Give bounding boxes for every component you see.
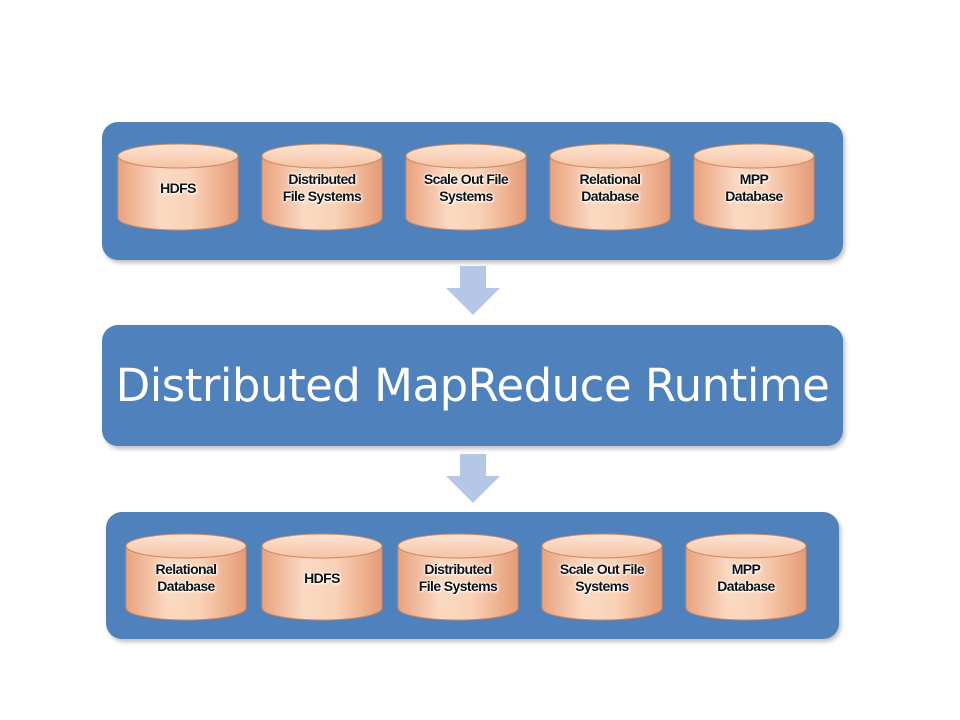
database-cylinder-icon <box>125 533 247 621</box>
down-arrow-icon <box>446 454 500 503</box>
database-cylinder-icon <box>405 143 527 231</box>
database-cylinder-icon <box>549 143 671 231</box>
storage-cylinder: HDFS <box>260 532 384 622</box>
storage-cylinder: HDFS <box>116 142 240 232</box>
database-cylinder-icon <box>693 143 815 231</box>
database-cylinder-icon <box>261 143 383 231</box>
storage-label: HDFS <box>160 179 196 196</box>
database-cylinder-icon <box>261 533 383 621</box>
database-cylinder-icon <box>685 533 807 621</box>
mapreduce-runtime-box: Distributed MapReduce Runtime <box>102 325 843 446</box>
runtime-label: Distributed MapReduce Runtime <box>115 359 830 412</box>
database-cylinder-icon <box>117 143 239 231</box>
down-arrow-icon <box>446 266 500 315</box>
database-cylinder-icon <box>541 533 663 621</box>
storage-label: HDFS <box>304 569 340 586</box>
database-cylinder-icon <box>397 533 519 621</box>
